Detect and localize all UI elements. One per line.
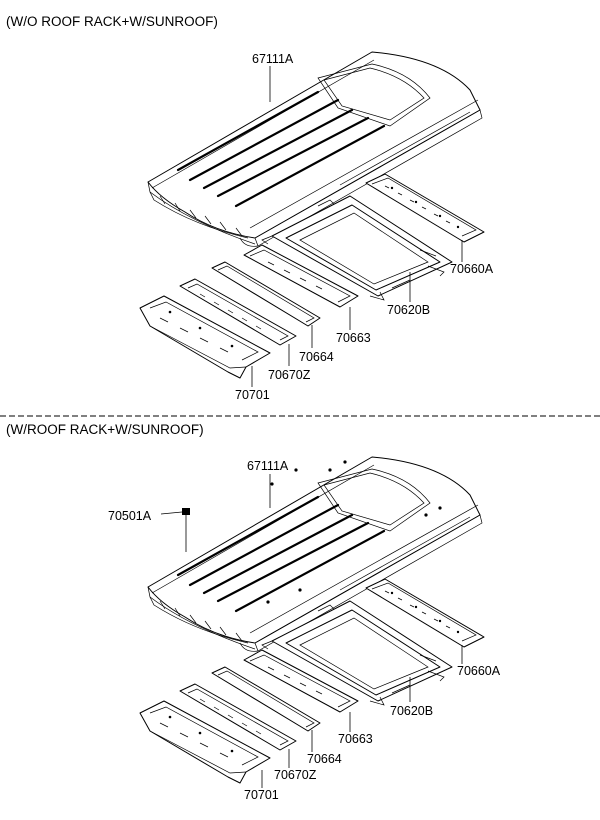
roof-rack-holes xyxy=(266,460,442,604)
section-2-leaders xyxy=(261,474,463,788)
clip-icon xyxy=(160,508,190,552)
label-bow-2-2: 70664 xyxy=(307,752,342,766)
label-bow-1-2: 70663 xyxy=(338,732,373,746)
label-bow-1: 70663 xyxy=(336,331,371,345)
label-sunroof-frame: 70620B xyxy=(387,303,430,317)
section-1: (W/O ROOF RACK+W/SUNROOF) 67111A 70660A … xyxy=(6,14,494,402)
section-1-leaders xyxy=(251,66,463,387)
label-front-rail: 70701 xyxy=(235,388,270,402)
label-clip: 70501A xyxy=(108,509,152,523)
section-2-title: (W/ROOF RACK+W/SUNROOF) xyxy=(6,422,204,437)
label-bow-2: 70664 xyxy=(299,350,334,364)
label-bow-3: 70670Z xyxy=(268,368,311,382)
label-sunroof-frame-2: 70620B xyxy=(390,704,433,718)
label-roof-panel-2: 67111A xyxy=(247,459,289,473)
section-2: (W/ROOF RACK+W/SUNROOF) 67111A 70501A 70… xyxy=(6,422,501,802)
label-bow-3-2: 70670Z xyxy=(274,768,317,782)
label-rear-rail: 70660A xyxy=(450,262,494,276)
label-rear-rail-2: 70660A xyxy=(457,664,501,678)
label-front-rail-2: 70701 xyxy=(244,788,279,802)
section-1-title: (W/O ROOF RACK+W/SUNROOF) xyxy=(6,14,218,29)
label-roof-panel: 67111A xyxy=(252,52,294,66)
